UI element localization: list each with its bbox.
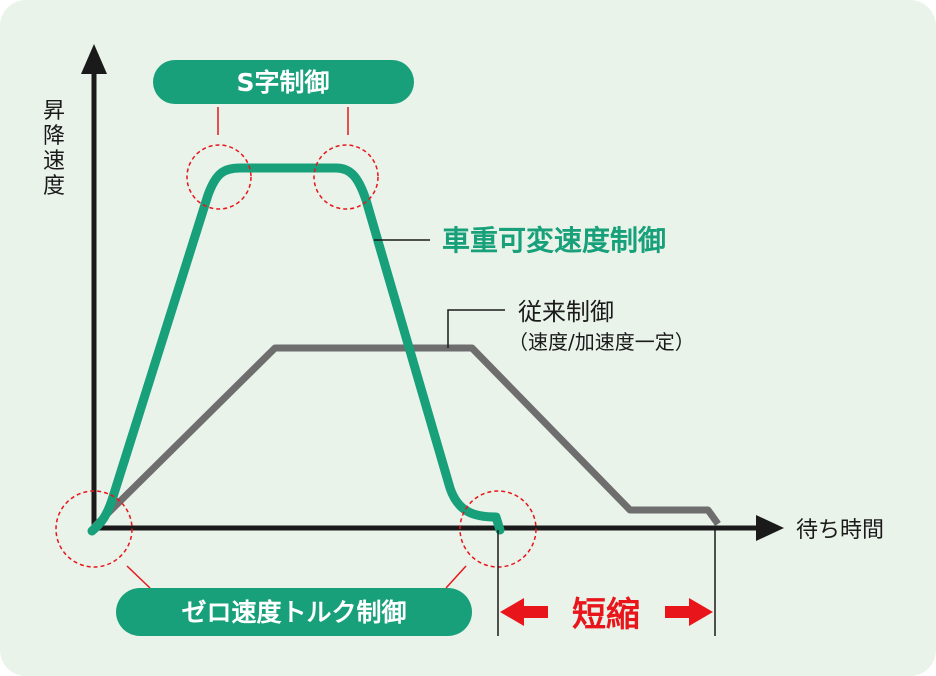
s-curve-circle-right [313, 144, 379, 210]
x-axis-arrow [756, 515, 784, 541]
zero-speed-pill [116, 588, 472, 636]
shortened-arrow-right [665, 598, 713, 626]
variable-speed-label: 車重可変速度制御 [442, 224, 666, 257]
s-control-label: S字制御 [236, 68, 329, 97]
shortened-label: 短縮 [572, 595, 640, 635]
zero-speed-circle-left [55, 490, 133, 568]
variable-speed-curve [87, 163, 505, 536]
shortened-arrow-left [500, 598, 548, 626]
zero-speed-label: ゼロ速度トルク制御 [181, 598, 406, 627]
conventional-curve [91, 344, 721, 530]
y-axis-label-4: 度 [43, 174, 65, 199]
s-curve-circle-left [186, 144, 252, 210]
y-axis-label-2: 降 [43, 124, 65, 149]
y-axis-arrow [81, 44, 107, 74]
y-axis-label-3: 速 [43, 149, 65, 174]
conventional-sublabel: （速度/加速度一定） [508, 330, 695, 354]
conventional-label: 従来制御 [518, 298, 614, 326]
zero-connector-right [445, 565, 467, 589]
y-axis-label-1: 昇 [43, 99, 65, 124]
conventional-leader [447, 309, 505, 348]
zero-connector-left [126, 565, 151, 589]
s-control-pill [153, 60, 414, 104]
x-axis-label: 待ち時間 [796, 518, 884, 543]
